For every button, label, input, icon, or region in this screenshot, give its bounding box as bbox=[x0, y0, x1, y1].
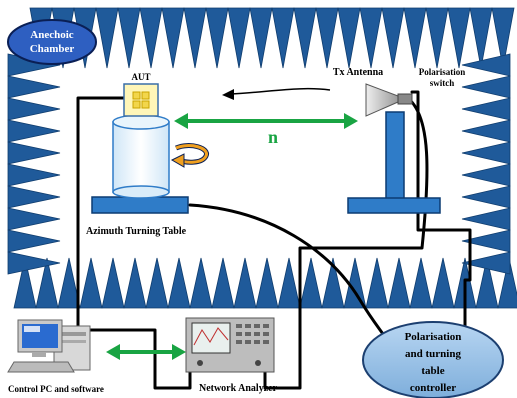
absorber-pyramid bbox=[167, 257, 191, 309]
distance-label: n bbox=[268, 127, 278, 147]
absorber-pyramid bbox=[461, 119, 511, 143]
pc-analyzer-link-arrow bbox=[106, 344, 186, 360]
anechoic-chamber-label-2: Chamber bbox=[30, 43, 75, 55]
absorber-pyramid bbox=[431, 257, 455, 309]
absorber-pyramid bbox=[491, 7, 515, 69]
absorber-pyramid bbox=[403, 7, 427, 69]
absorber-pyramid bbox=[461, 185, 511, 209]
absorber-pyramid bbox=[7, 251, 61, 275]
absorber-pyramid bbox=[35, 257, 59, 309]
absorber-pyramid bbox=[461, 141, 511, 165]
absorber-pyramid bbox=[79, 257, 103, 309]
absorber-pyramid bbox=[461, 75, 511, 99]
absorber-pyramid bbox=[271, 7, 295, 69]
aut-label: AUT bbox=[131, 72, 150, 82]
absorber-pyramid bbox=[7, 229, 61, 253]
absorber-pyramid bbox=[277, 257, 301, 309]
polarisation-switch-label-1: Polarisation bbox=[419, 67, 466, 77]
absorber-pyramid bbox=[315, 7, 339, 69]
network-analyzer-label: Network Analyzer bbox=[199, 383, 278, 394]
absorber-pyramid bbox=[255, 257, 279, 309]
control-pc bbox=[7, 319, 91, 373]
polarisation-controller: Polarisation and turning table controlle… bbox=[362, 321, 504, 398]
absorber-pyramid bbox=[461, 207, 511, 231]
control-pc-label: Control PC and software bbox=[8, 384, 104, 394]
absorber-pyramid bbox=[365, 257, 389, 309]
anechoic-chamber-badge: Anechoic Chamber bbox=[7, 19, 97, 65]
absorber-pyramid bbox=[381, 7, 405, 69]
absorber-pyramid bbox=[139, 7, 163, 69]
absorber-pyramid bbox=[293, 7, 317, 69]
tx-antenna-label: Tx Antenna bbox=[333, 67, 383, 78]
azimuth-table-label: Azimuth Turning Table bbox=[86, 226, 187, 237]
absorber-pyramid bbox=[123, 257, 147, 309]
absorber-pyramid bbox=[7, 163, 61, 187]
absorber-pyramid bbox=[13, 257, 37, 309]
absorber-pyramid bbox=[299, 257, 323, 309]
absorber-pyramid bbox=[461, 163, 511, 187]
absorber-pyramid bbox=[409, 257, 433, 309]
absorber-pyramid bbox=[95, 7, 119, 69]
absorber-pyramid bbox=[7, 207, 61, 231]
absorber-pyramid bbox=[321, 257, 345, 309]
absorber-pyramid bbox=[425, 7, 449, 69]
absorber-pyramid bbox=[469, 7, 493, 69]
absorber-pyramid bbox=[249, 7, 273, 69]
absorber-pyramid bbox=[227, 7, 251, 69]
absorber-pyramid bbox=[7, 185, 61, 209]
controller-label-2: and turning bbox=[405, 348, 461, 360]
azimuth-turning-table bbox=[91, 114, 189, 214]
distance-arrow bbox=[174, 113, 358, 129]
polarisation-switch-label-2: switch bbox=[430, 78, 455, 88]
absorber-pyramid bbox=[447, 7, 471, 69]
absorber-pyramid bbox=[101, 257, 125, 309]
controller-label-4: controller bbox=[410, 382, 456, 394]
absorber-pyramid bbox=[189, 257, 213, 309]
absorber-pyramid bbox=[387, 257, 411, 309]
absorber-pyramid bbox=[7, 97, 61, 121]
absorber-pyramid bbox=[211, 257, 235, 309]
absorber-pyramid bbox=[145, 257, 169, 309]
absorber-pyramid bbox=[337, 7, 361, 69]
absorber-pyramid bbox=[7, 119, 61, 143]
cabling bbox=[76, 90, 472, 390]
controller-label-1: Polarisation bbox=[405, 331, 462, 343]
absorber-pyramid bbox=[7, 75, 61, 99]
tx-horn-antenna bbox=[365, 83, 413, 117]
absorber-pyramid bbox=[233, 257, 257, 309]
network-analyzer bbox=[185, 317, 275, 373]
controller-label-3: table bbox=[421, 365, 444, 377]
absorber-pyramid bbox=[461, 229, 511, 253]
absorber-pyramids bbox=[7, 7, 517, 309]
absorber-pyramid bbox=[57, 257, 81, 309]
absorber-pyramid bbox=[205, 7, 229, 69]
absorber-pyramid bbox=[359, 7, 383, 69]
absorber-pyramid bbox=[497, 257, 517, 309]
anechoic-chamber-label-1: Anechoic bbox=[30, 29, 74, 41]
absorber-pyramid bbox=[475, 257, 499, 309]
propagation-arrow-icon bbox=[222, 87, 331, 100]
absorber-pyramid bbox=[117, 7, 141, 69]
absorber-pyramid bbox=[161, 7, 185, 69]
absorber-pyramid bbox=[461, 97, 511, 121]
absorber-pyramid bbox=[7, 141, 61, 165]
absorber-pyramid bbox=[461, 53, 511, 77]
absorber-pyramid bbox=[183, 7, 207, 69]
aut-antenna bbox=[123, 83, 159, 117]
absorber-pyramid bbox=[461, 251, 511, 275]
rotation-arrow-icon bbox=[170, 143, 209, 168]
tx-mast bbox=[347, 111, 441, 214]
